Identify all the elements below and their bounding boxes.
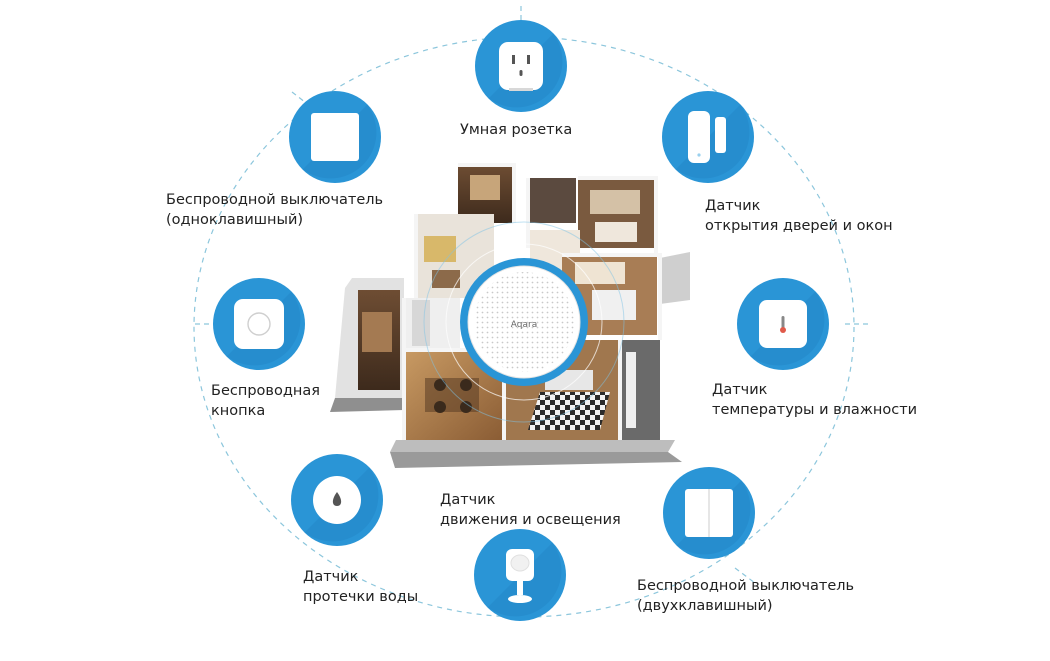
motion-sensor-icon (506, 549, 534, 603)
single-switch-device (289, 91, 381, 183)
label-wireless-button: Беспроводная кнопка (211, 383, 320, 419)
socket-icon (499, 42, 543, 91)
label-single-switch: Беспроводной выключатель (одноклавишный) (166, 192, 384, 228)
thermometer-icon (759, 300, 807, 348)
label-double-switch: Беспроводной выключатель (двухклавишный) (637, 578, 855, 614)
double-switch-device (663, 467, 755, 559)
smart-socket-device (475, 20, 567, 112)
motion-light-sensor-device (474, 529, 566, 621)
hub-brand: Aqara (511, 320, 537, 330)
gateway-hub: Aqara (460, 258, 588, 386)
label-water-leak-sensor: Датчик протечки воды (303, 569, 419, 605)
label-temp-humidity-sensor: Датчик температуры и влажности (712, 382, 918, 418)
water-drop-icon (313, 476, 361, 524)
temp-humidity-sensor-device (737, 278, 829, 370)
label-smart-socket: Умная розетка (460, 122, 573, 138)
wireless-button-device (213, 278, 305, 370)
single-switch-icon (311, 113, 359, 161)
water-leak-sensor-device (291, 454, 383, 546)
door-sensor-icon (688, 111, 726, 163)
door-window-sensor-device (662, 91, 754, 183)
label-motion-light-sensor: Датчик движения и освещения (440, 492, 621, 528)
round-button-icon (234, 299, 284, 349)
label-door-window-sensor: Датчик открытия дверей и окон (705, 198, 893, 234)
double-switch-icon (685, 489, 733, 537)
